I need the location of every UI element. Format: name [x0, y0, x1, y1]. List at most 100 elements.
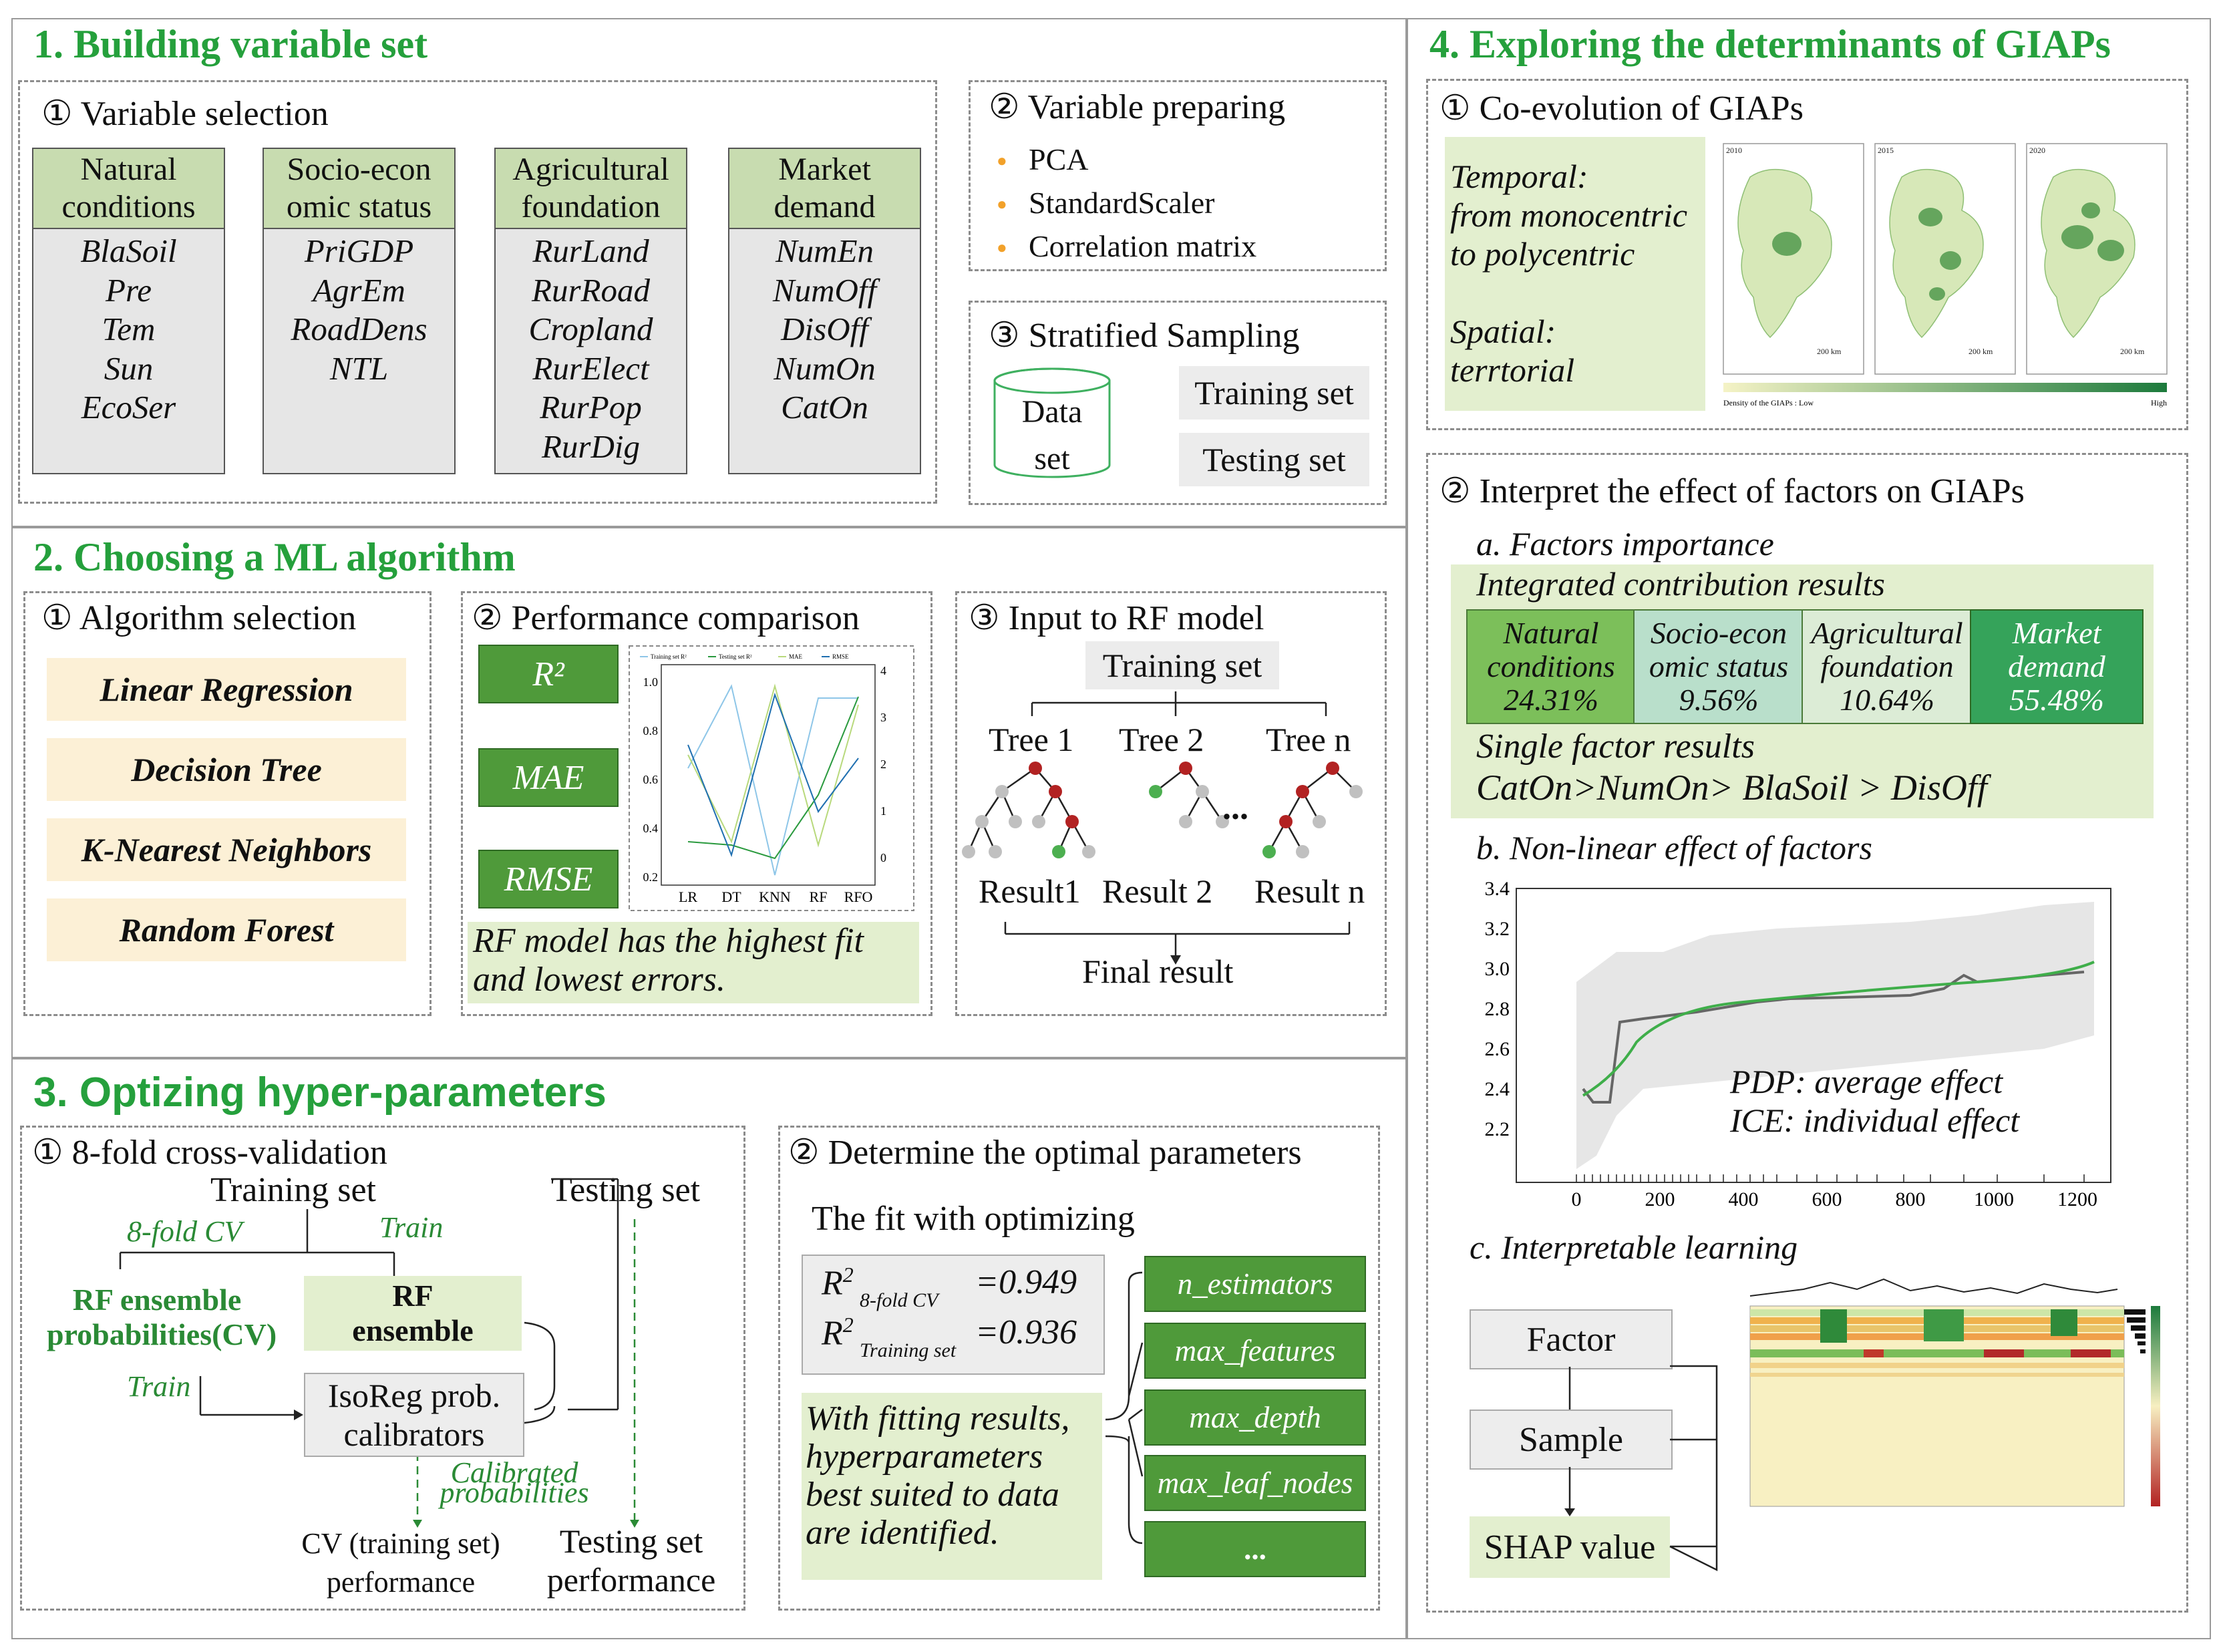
- hyperparameter-bracket: [1105, 1271, 1144, 1544]
- svg-text:DT: DT: [721, 888, 741, 905]
- cross-validation-box: [20, 1126, 745, 1611]
- metric-mae: MAE: [478, 748, 619, 807]
- stratified-sampling-box: [969, 301, 1387, 505]
- result-1-label: Result1: [979, 872, 1081, 910]
- section-2-title: 2. Choosing a ML algorithm: [33, 535, 516, 579]
- final-result-label: Final result: [1082, 953, 1234, 990]
- rf-model-title: ③ Input to RF model: [969, 599, 1264, 637]
- variable-item: RurLand: [532, 232, 649, 269]
- y-right-ticks: 4 3 2 1 0: [880, 664, 886, 864]
- svg-text:0.4: 0.4: [643, 822, 659, 835]
- single-factor-order: CatOn>NumOn> BlaSoil > DisOff: [1476, 768, 1987, 808]
- variable-preparing-title: ② Variable preparing: [989, 88, 1286, 126]
- variable-selection-title: ① Variable selection: [41, 95, 329, 133]
- variable-list: BlaSoil Pre Tem Sun EcoSer: [33, 232, 224, 428]
- pdp-x-ticks: 0 200 400 600 800 1000 1200: [1572, 1188, 2098, 1210]
- fit-title: The fit with optimizing: [812, 1200, 1135, 1238]
- flow-shap-value: SHAP value: [1470, 1516, 1670, 1578]
- svg-text:Testing set R²: Testing set R²: [719, 653, 752, 660]
- hyperparam-max-depth: max_depth: [1144, 1389, 1366, 1446]
- performance-comparison-box: [461, 591, 932, 1016]
- svg-text:0.2: 0.2: [643, 870, 659, 884]
- forest-ellipsis: ...: [1222, 789, 1248, 827]
- flow-connectors: [1564, 1365, 1718, 1572]
- cross-validation-title: ① 8-fold cross-validation: [32, 1134, 387, 1172]
- section-3-panel: [11, 1057, 1408, 1639]
- tree-n-label: Tree n: [1266, 721, 1351, 758]
- cv-training-performance: CV (training set)performance: [301, 1527, 500, 1599]
- section-4-title: 4. Exploring the determinants of GIAPs: [1429, 22, 2111, 66]
- svg-text:3: 3: [880, 711, 886, 724]
- giap-density-maps: 2010 2015 2020 200 km 200 km 200 km Dens…: [1717, 137, 2171, 414]
- variable-item: NumEn: [776, 232, 874, 269]
- optimal-parameters-title: ② Determine the optimal parameters: [788, 1134, 1302, 1172]
- section-2-panel: [11, 526, 1408, 1059]
- rf-model-box: [955, 591, 1387, 1016]
- variable-selection-box: [18, 80, 937, 504]
- algorithm-selection-title: ① Algorithm selection: [41, 599, 357, 637]
- variable-item: Sun: [104, 349, 154, 387]
- variable-item: AgrEm: [313, 271, 405, 309]
- svg-text:0: 0: [880, 851, 886, 864]
- coevolution-title: ① Co-evolution of GIAPs: [1439, 90, 1804, 128]
- factors-importance-title: a. Factors importance: [1476, 525, 1774, 562]
- svg-text:800: 800: [1896, 1188, 1926, 1210]
- variable-item: RurPop: [540, 389, 642, 426]
- algorithm-selection-box: [23, 591, 432, 1016]
- svg-text:200: 200: [1645, 1188, 1675, 1210]
- random-forest-diagram: [962, 691, 1363, 965]
- svg-text:2020: 2020: [2029, 146, 2045, 155]
- tree-2-label: Tree 2: [1119, 721, 1204, 758]
- metric-r2: R²: [478, 645, 619, 703]
- fx-line: [1749, 1278, 2118, 1297]
- cv-train-label-2: Train: [127, 1370, 191, 1403]
- tree-1-label: Tree 1: [989, 721, 1074, 758]
- section-3-title: 3. Optizing hyper-parameters: [33, 1069, 607, 1116]
- variable-item: CatOn: [781, 389, 868, 426]
- svg-text:0: 0: [1572, 1188, 1582, 1210]
- cv-8fold-label: 8-fold CV: [127, 1215, 242, 1248]
- variable-item: Pre: [106, 271, 152, 309]
- variable-item: EcoSer: [81, 389, 176, 426]
- svg-text:1.0: 1.0: [643, 675, 659, 689]
- importance-bars: [2124, 1309, 2146, 1353]
- svg-text:400: 400: [1729, 1188, 1759, 1210]
- section-1-panel: [11, 18, 1408, 528]
- rf-training-set: Training set: [1085, 641, 1279, 689]
- metric-rmse: RMSE: [478, 850, 619, 908]
- optimal-parameters-box: [778, 1126, 1380, 1611]
- svg-text:2: 2: [880, 758, 886, 771]
- variable-item: PriGDP: [304, 232, 414, 269]
- svg-text:Density of the GIAPs : Low: Density of the GIAPs : Low: [1723, 398, 1814, 407]
- cv-train-label: Train: [379, 1211, 444, 1244]
- variable-preparing-box: [969, 80, 1387, 271]
- variable-list: NumEn NumOff DisOff NumOn CatOn: [729, 232, 920, 428]
- svg-text:Training set R²: Training set R²: [651, 653, 687, 660]
- variable-item: RoadDens: [291, 311, 428, 347]
- variable-item: RurElect: [532, 349, 649, 387]
- variable-item: NTL: [329, 349, 389, 387]
- interpretable-title: c. Interpretable learning: [1470, 1228, 1798, 1266]
- prep-item: StandardScaler: [997, 185, 1215, 220]
- y-left-ticks: 1.0 0.8 0.6 0.4 0.2: [643, 675, 659, 884]
- svg-text:2.8: 2.8: [1485, 998, 1510, 1020]
- isoreg-calibrators-box: IsoReg prob.calibrators: [304, 1373, 524, 1457]
- algorithm-decision-tree: Decision Tree: [47, 738, 406, 801]
- hyperparam-max-features: max_features: [1144, 1323, 1366, 1379]
- svg-text:1: 1: [880, 804, 886, 818]
- variable-item: DisOff: [781, 311, 868, 347]
- performance-comparison-title: ② Performance comparison: [472, 599, 860, 637]
- prep-item: PCA: [997, 142, 1089, 177]
